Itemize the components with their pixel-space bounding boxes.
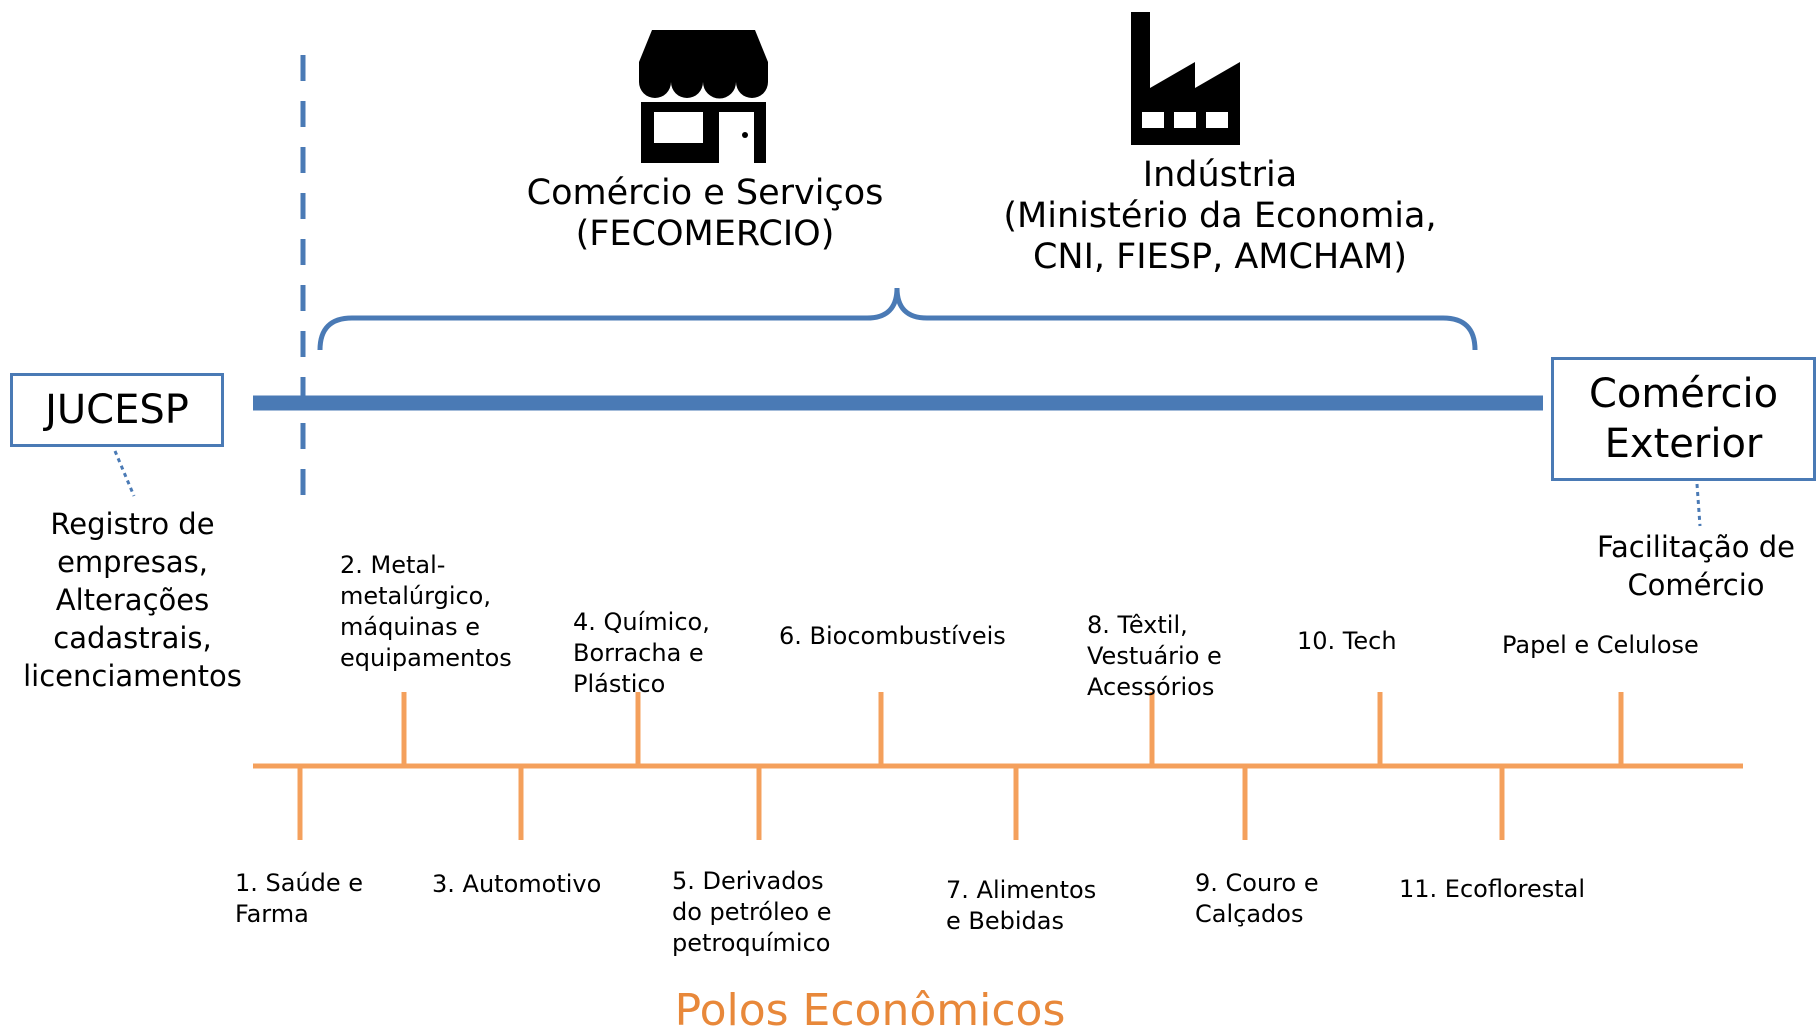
polo-3-label: 3. Automotivo <box>432 869 601 900</box>
comex-label-line1: Comércio <box>1588 371 1779 417</box>
polo-8-line3: Acessórios <box>1087 673 1215 701</box>
store-shelf <box>654 148 703 152</box>
polo-7-label: 7. Alimentos e Bebidas <box>946 875 1096 937</box>
industry-title-line1: Indústria <box>1142 155 1298 195</box>
commerce-title-line1: Comércio e Serviços <box>526 173 884 213</box>
polo-1-line1: 1. Saúde e <box>235 869 364 897</box>
polo-9-line1: 9. Couro e <box>1195 869 1319 897</box>
industry-title-line2: (Ministério da Economia, <box>1003 196 1437 236</box>
commerce-sector-title: Comércio e Serviços (FECOMERCIO) <box>495 173 915 255</box>
polo-6-line1: 6. Biocombustíveis <box>779 622 1006 650</box>
jucesp-note: Registro de empresas, Alterações cadastr… <box>0 505 265 695</box>
sector-brace <box>317 287 1478 351</box>
polo-papel-line1: Papel e Celulose <box>1502 631 1699 659</box>
polo-8-line2: Vestuário e <box>1087 642 1222 670</box>
comex-note-line1: Facilitação de <box>1597 530 1795 564</box>
comex-note: Facilitação de Comércio <box>1576 528 1816 604</box>
store-body <box>641 102 766 163</box>
jucesp-label: JUCESP <box>45 387 189 433</box>
polo-11-label: 11. Ecoflorestal <box>1399 874 1585 905</box>
polo-10-line1: 10. Tech <box>1297 627 1397 655</box>
polo-5-line3: petroquímico <box>672 929 831 957</box>
store-icon <box>639 30 768 163</box>
factory-body <box>1131 12 1240 145</box>
polo-7-line1: 7. Alimentos <box>946 876 1097 904</box>
polo-4-line3: Plástico <box>573 670 666 698</box>
polo-2-line3: máquinas e <box>340 613 481 641</box>
polo-2-line2: metalúrgico, <box>340 582 491 610</box>
polo-6-label: 6. Biocombustíveis <box>779 621 1006 652</box>
polo-5-line2: do petróleo e <box>672 898 832 926</box>
polos-economicos-title: Polos Econômicos <box>674 985 1066 1036</box>
jucesp-note-line1: Registro de <box>50 507 215 541</box>
polo-7-line2: e Bebidas <box>946 907 1064 935</box>
store-door-knob <box>742 132 748 138</box>
jucesp-box: JUCESP <box>10 373 224 447</box>
polo-10-label: 10. Tech <box>1297 626 1397 657</box>
polo-3-line1: 3. Automotivo <box>432 870 602 898</box>
comex-note-line2: Comércio <box>1627 568 1765 602</box>
polo-8-line1: 8. Têxtil, <box>1087 611 1188 639</box>
polos-axis <box>253 692 1743 840</box>
polo-9-line2: Calçados <box>1195 900 1304 928</box>
jucesp-note-line3: Alterações <box>55 583 210 617</box>
polo-4-label: 4. Químico, Borracha e Plástico <box>573 607 710 700</box>
polo-11-line1: 11. Ecoflorestal <box>1399 875 1586 903</box>
jucesp-note-line5: licenciamentos <box>23 659 242 693</box>
jucesp-note-line4: cadastrais, <box>53 621 212 655</box>
polo-2-label: 2. Metal- metalúrgico, máquinas e equipa… <box>340 550 512 674</box>
polo-4-line1: 4. Químico, <box>573 608 710 636</box>
comex-box: Comércio Exterior <box>1551 357 1816 481</box>
polo-5-label: 5. Derivados do petróleo e petroquímico <box>672 866 832 959</box>
jucesp-note-line2: empresas, <box>57 545 208 579</box>
polo-1-label: 1. Saúde e Farma <box>235 868 363 930</box>
polo-9-label: 9. Couro e Calçados <box>1195 868 1319 930</box>
industry-title-line3: CNI, FIESP, AMCHAM) <box>1032 237 1408 277</box>
polo-2-line1: 2. Metal- <box>340 551 446 579</box>
factory-icon <box>1131 12 1240 145</box>
polo-1-line2: Farma <box>235 900 309 928</box>
comex-label-line2: Exterior <box>1604 421 1763 467</box>
jucesp-connector <box>113 450 136 497</box>
polo-5-line1: 5. Derivados <box>672 867 824 895</box>
industry-sector-title: Indústria (Ministério da Economia, CNI, … <box>960 155 1480 278</box>
polo-2-line4: equipamentos <box>340 644 512 672</box>
comex-connector <box>1695 483 1702 527</box>
store-awning <box>639 62 768 99</box>
store-roof <box>639 30 768 62</box>
commerce-title-line2: (FECOMERCIO) <box>575 214 835 254</box>
polo-8-label: 8. Têxtil, Vestuário e Acessórios <box>1087 610 1222 703</box>
polo-papel-label: Papel e Celulose <box>1502 630 1699 661</box>
polo-4-line2: Borracha e <box>573 639 704 667</box>
